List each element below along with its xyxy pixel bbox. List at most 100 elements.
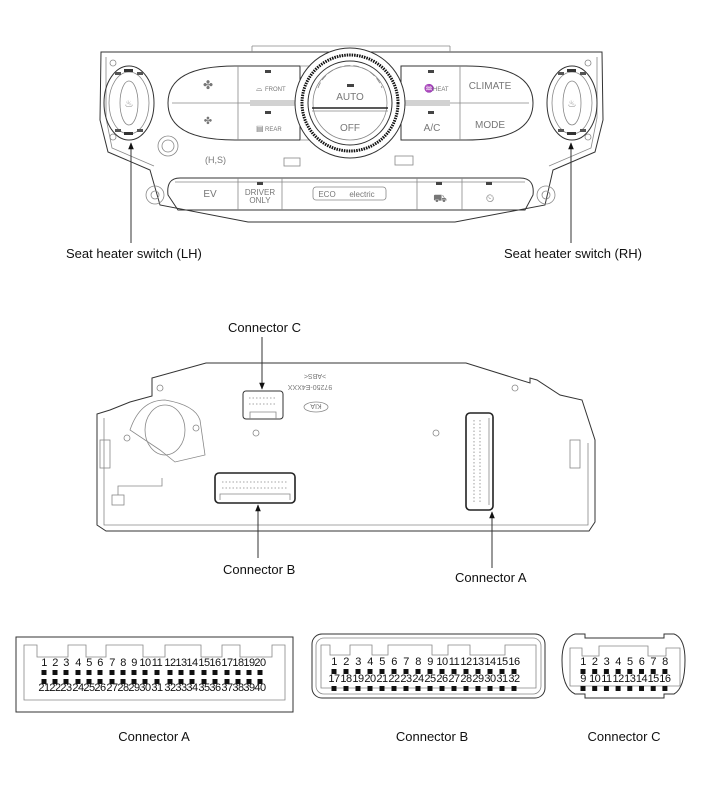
pin-terminal bbox=[142, 679, 148, 684]
rear-label: REAR bbox=[265, 127, 282, 133]
pin-terminal bbox=[403, 686, 409, 691]
electric-label: electric bbox=[349, 190, 374, 199]
connector-b-housing[interactable] bbox=[214, 472, 296, 504]
pin-terminal bbox=[63, 679, 69, 684]
pin-terminal bbox=[650, 686, 656, 691]
pin-number: 3 bbox=[63, 657, 69, 669]
pin-terminal bbox=[499, 686, 505, 691]
pin-number: 5 bbox=[627, 656, 633, 668]
pin-terminal bbox=[639, 686, 644, 691]
pin-number: 15 bbox=[496, 656, 508, 668]
rear-defrost-button[interactable]: ▤ REAR bbox=[256, 124, 282, 133]
pin-terminal bbox=[592, 686, 598, 691]
pin-number: 12 bbox=[460, 656, 472, 668]
seat-heater-switch-lh[interactable]: ♨ bbox=[103, 59, 155, 141]
pin-number: 35 bbox=[198, 682, 210, 694]
timer-button[interactable]: ⏲ bbox=[486, 182, 495, 205]
heat-button[interactable]: ♒ HEAT bbox=[424, 83, 449, 93]
off-button[interactable]: OFF bbox=[340, 123, 360, 134]
pin-number: 7 bbox=[650, 656, 656, 668]
heat-icon: ♒ bbox=[424, 83, 434, 93]
climate-button[interactable]: CLIMATE bbox=[469, 81, 512, 92]
pin-number: 14 bbox=[484, 656, 496, 668]
pin-terminal bbox=[367, 686, 373, 691]
temperature-knob[interactable]: AUTO OFF bbox=[294, 47, 406, 159]
pin-terminal bbox=[167, 679, 173, 684]
pin-terminal bbox=[615, 669, 621, 674]
pin-number: 14 bbox=[186, 657, 198, 669]
pin-terminal bbox=[86, 679, 92, 684]
mode-button[interactable]: MODE bbox=[475, 120, 505, 131]
pin-terminal bbox=[475, 686, 481, 691]
driver-only-label-1: DRIVER bbox=[245, 188, 275, 197]
pin-terminal bbox=[331, 686, 337, 691]
pin-number: 37 bbox=[221, 682, 233, 694]
pin-terminal bbox=[439, 669, 445, 674]
pin-number: 12 bbox=[164, 657, 176, 669]
pin-number: 10 bbox=[139, 657, 151, 669]
mounting-screw bbox=[157, 135, 179, 157]
pin-terminal bbox=[511, 669, 517, 674]
pin-terminal bbox=[355, 686, 361, 691]
pin-number: 40 bbox=[254, 682, 266, 694]
pin-number: 2 bbox=[343, 656, 349, 668]
pin-number: 9 bbox=[580, 673, 586, 685]
pin-terminal bbox=[415, 669, 421, 674]
pin-number: 15 bbox=[648, 673, 660, 685]
fan-low-icon[interactable]: ✤ bbox=[204, 116, 212, 127]
pin-number: 25 bbox=[424, 673, 436, 685]
pin-number: 13 bbox=[175, 657, 187, 669]
pin-number: 1 bbox=[331, 656, 337, 668]
pin-number: 6 bbox=[97, 657, 103, 669]
pin-number: 16 bbox=[209, 657, 221, 669]
eco-electric-badge: ECO electric bbox=[312, 186, 387, 201]
material-marking: >ABS< bbox=[304, 372, 326, 379]
ac-button[interactable]: A/C bbox=[424, 123, 441, 134]
pin-terminal bbox=[97, 670, 103, 675]
pin-number: 6 bbox=[639, 656, 645, 668]
pin-terminal bbox=[257, 679, 263, 684]
callout-seat-heater-lh: Seat heater switch (LH) bbox=[66, 246, 202, 261]
pin-terminal bbox=[427, 669, 433, 674]
pin-number: 23 bbox=[60, 682, 72, 694]
pin-terminal bbox=[580, 669, 586, 674]
pin-number: 17 bbox=[221, 657, 233, 669]
fan-high-icon[interactable]: ✤ bbox=[203, 78, 213, 92]
cabin-preheat-button[interactable]: ⛟ bbox=[433, 182, 447, 205]
auto-button[interactable]: AUTO bbox=[336, 92, 364, 103]
pin-terminal bbox=[246, 670, 252, 675]
pin-number: 16 bbox=[508, 656, 520, 668]
pin-number: 25 bbox=[83, 682, 95, 694]
pin-number: 8 bbox=[120, 657, 126, 669]
pin-number: 8 bbox=[415, 656, 421, 668]
driver-only-button[interactable]: DRIVER ONLY bbox=[245, 182, 275, 205]
pin-number: 13 bbox=[472, 656, 484, 668]
pin-number: 22 bbox=[388, 673, 400, 685]
ev-button[interactable]: EV bbox=[203, 189, 217, 200]
connector-a-title: Connector A bbox=[118, 729, 190, 744]
pin-terminal bbox=[343, 686, 349, 691]
front-defrost-button[interactable]: ⌓ FRONT bbox=[256, 84, 286, 93]
connector-c-housing[interactable] bbox=[242, 390, 284, 420]
pin-terminal bbox=[154, 670, 160, 675]
pin-number: 18 bbox=[232, 657, 244, 669]
seat-heater-switch-rh[interactable]: ♨ bbox=[546, 59, 598, 141]
pin-terminal bbox=[201, 679, 207, 684]
pin-number: 4 bbox=[75, 657, 81, 669]
pin-terminal bbox=[86, 670, 92, 675]
pin-terminal bbox=[603, 669, 609, 674]
connector-a-housing[interactable] bbox=[465, 412, 494, 511]
pin-number: 5 bbox=[379, 656, 385, 668]
pin-number: 6 bbox=[391, 656, 397, 668]
pin-terminal bbox=[499, 669, 505, 674]
clock-icon: ⏲ bbox=[486, 193, 495, 205]
pin-terminal bbox=[189, 679, 195, 684]
pin-number: 21 bbox=[376, 673, 388, 685]
pin-number: 28 bbox=[460, 673, 472, 685]
pin-number: 5 bbox=[86, 657, 92, 669]
pin-terminal bbox=[592, 669, 598, 674]
pin-terminal bbox=[178, 670, 184, 675]
pin-number: 11 bbox=[601, 673, 612, 685]
seat-icon: ♨ bbox=[125, 99, 134, 110]
